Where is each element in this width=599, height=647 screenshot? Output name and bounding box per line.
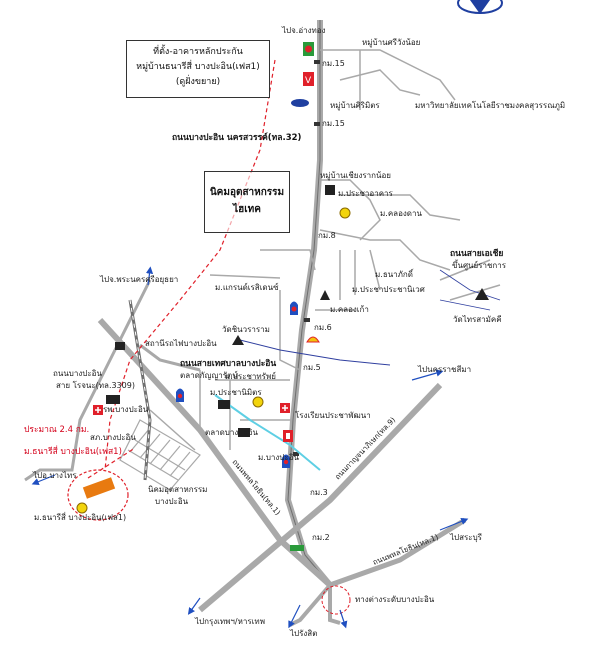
title-line-2: หมู่บ้านธนารีสี่ บางปะอิน(เฟส1) — [136, 62, 260, 72]
school-icon — [283, 430, 293, 442]
industrial-estate-box: นิคมอุตสาหกรรม ไฮเทค — [204, 171, 290, 233]
industrial-estate-line-2: ไฮเทค — [233, 204, 261, 215]
label-road-asia-sub: ขึ้นศูนย์ราชการ — [452, 259, 507, 271]
label-estate-bangpain: นิคมอุตสาหกรรม — [148, 485, 207, 494]
label-road-asia: ถนนสายเอเชีย — [450, 248, 503, 259]
yellow-marker-icon-2 — [252, 396, 264, 408]
label-km-15a: กม.15 — [322, 59, 345, 68]
minor-roads — [149, 49, 501, 451]
railway — [128, 299, 152, 481]
label-ban-prachaprasi: ม.ประชาประชานิเวศ — [352, 285, 425, 294]
river-blue — [439, 269, 501, 311]
label-km-6: กม.6 — [314, 323, 332, 332]
label-road-32: ถนนบางปะอิน นครสวรรค์(ทล.32) — [172, 132, 302, 143]
label-station-bangpain: สถานีรถไฟบางปะอิน — [145, 339, 217, 348]
police-icon — [115, 342, 125, 350]
saraburi-road — [329, 517, 467, 588]
label-to-bangkok: ไปกรุงเทพฯ/หารเทพ — [194, 617, 265, 626]
gas-station-icon-2 — [290, 301, 298, 315]
label-road-bangpain-sub: สาย โรจนะ(ทล.3309) — [56, 380, 135, 390]
label-ban-pracha-sap: ม.ประชาทรัพย์ — [225, 371, 276, 381]
label-km-3: กม.3 — [310, 488, 328, 497]
yellow-marker-icon-1 — [339, 207, 351, 219]
industrial-estate-line-1: นิคมอุตสาหกรรม — [209, 187, 285, 198]
label-km-8: กม.8 — [318, 231, 336, 240]
label-km-5: กม.5 — [303, 363, 321, 372]
svg-text:V: V — [305, 76, 312, 86]
label-estate-bangpain2: บางปะอิน — [155, 497, 189, 506]
label-ban-bangpain: ม.บางปะอิน — [258, 453, 299, 462]
label-to-saraburi: ไปสระบุรี — [449, 533, 483, 542]
phahon-road — [97, 317, 333, 588]
gas-station-icon-3 — [176, 388, 184, 402]
label-ban-bangpain2: ม.ธนารีสี่ บางปะอิน(เฟส1) — [34, 511, 126, 522]
label-road-kanchana: ถนนกาญจนาภิเษก(ทล.9) — [333, 415, 397, 481]
label-ban-wangnoi: หมู่บ้านศรีวังน้อย — [362, 38, 420, 48]
canal-blue — [239, 339, 391, 366]
bang-sai-road — [24, 279, 201, 482]
label-km-15b: กม.15 — [322, 119, 345, 128]
label-police: สภ.บางปะอิน — [90, 433, 136, 442]
label-ban-klongdan: ม.คลองดาน — [380, 209, 422, 218]
label-to-bang-sai: ไปอ.บางไทร — [32, 471, 77, 480]
label-to-rangsit: ไปรังสิต — [289, 629, 317, 638]
restaurant-icon: V — [303, 72, 314, 86]
label-ban-rot-fai: ม.แกรนด์เรสิเดนซ์ — [215, 282, 279, 292]
label-market: ตลาดบางปะอิน — [205, 428, 258, 437]
label-school: โรงเรียนประชาพัฒนา — [295, 410, 371, 420]
label-ban-thanapak: ม.ธนาภักดิ์ — [375, 268, 414, 279]
label-hospital: รพ.บางปะอิน — [103, 405, 149, 414]
gas-station-icon-4 — [282, 454, 290, 468]
label-ban-chiang-rak: หมู่บ้านเชียงรากน้อย — [320, 171, 391, 181]
temple-icon-2 — [232, 335, 244, 345]
label-ban-pracha-city: ม.ประชาอาคาร — [338, 189, 394, 198]
label-ban-prachanimit: ม.ประชานิมิตร — [210, 388, 262, 397]
direction-arrows — [31, 266, 469, 629]
label-ban-siri: หมู่บ้านศิริมิตร — [330, 101, 380, 111]
label-to-ang-thong: ไปจ.อ่างทอง — [281, 26, 326, 35]
title-line-1: ที่ตั้ง-อาคารหลักประกัน — [153, 47, 243, 57]
compass-rose-icon — [457, 0, 503, 14]
label-to-bangkok-north: ไปจ.พระนครศรีอยุธยา — [99, 275, 178, 284]
market-icon — [106, 395, 120, 404]
hospital-icon-1 — [280, 403, 290, 413]
temple-icon-3 — [475, 288, 489, 300]
label-distance-2: ม.ธนารีสี่ บางปะอิน(เฟส1) — [24, 445, 122, 457]
kanchana-road — [198, 382, 443, 613]
bank-icon — [325, 185, 335, 195]
project-marker-icon — [76, 477, 116, 514]
building-icon-2 — [238, 428, 250, 437]
building-icon-1 — [218, 400, 230, 409]
label-road-tesaban: ถนนสายเทศบาลบางปะอิน — [180, 358, 276, 369]
label-road-bangpain: ถนนบางปะอิน — [53, 369, 102, 378]
shell-icon — [306, 336, 320, 343]
label-junction: ทางต่างระดับบางปะอิน — [355, 595, 435, 604]
label-km-2: กม.2 — [312, 533, 330, 542]
label-wat-thai: วัดไทรสามัคคี — [453, 315, 502, 324]
route-dashed — [87, 59, 276, 479]
label-wat-chinwararam: วัดชินวราราม — [222, 325, 270, 334]
title-line-3: (ดูฝั่งขยาย) — [175, 77, 221, 87]
project-circle — [67, 469, 129, 521]
label-ban-khlong: ม.คลองเก้า — [330, 305, 369, 314]
label-rail-college: มหาวิทยาลัยเทคโนโลยีราชมงคลสุวรรณภูมิ — [415, 100, 565, 111]
temple-icon-1 — [320, 290, 330, 300]
highway-sign-icon — [290, 545, 304, 551]
label-distance-1: ประมาณ 2.4 กม. — [24, 425, 89, 435]
gas-station-icon — [303, 42, 314, 56]
label-to-nakhon-ratchasima: ไปนครราชสีมา — [417, 365, 471, 374]
title-box: ที่ตั้ง-อาคารหลักประกัน หมู่บ้านธนารีสี่… — [126, 40, 270, 98]
label-pin-kanyarat: ตลาดกัญญารัตน์ — [180, 370, 238, 380]
estate-grid — [119, 419, 201, 491]
canal-cyan — [214, 394, 321, 471]
label-road-rangsit: ถนนพหลโยธิน(ทล.1) — [371, 532, 439, 567]
hospital-icon-2 — [93, 405, 103, 415]
ford-dealer-icon — [291, 99, 309, 107]
